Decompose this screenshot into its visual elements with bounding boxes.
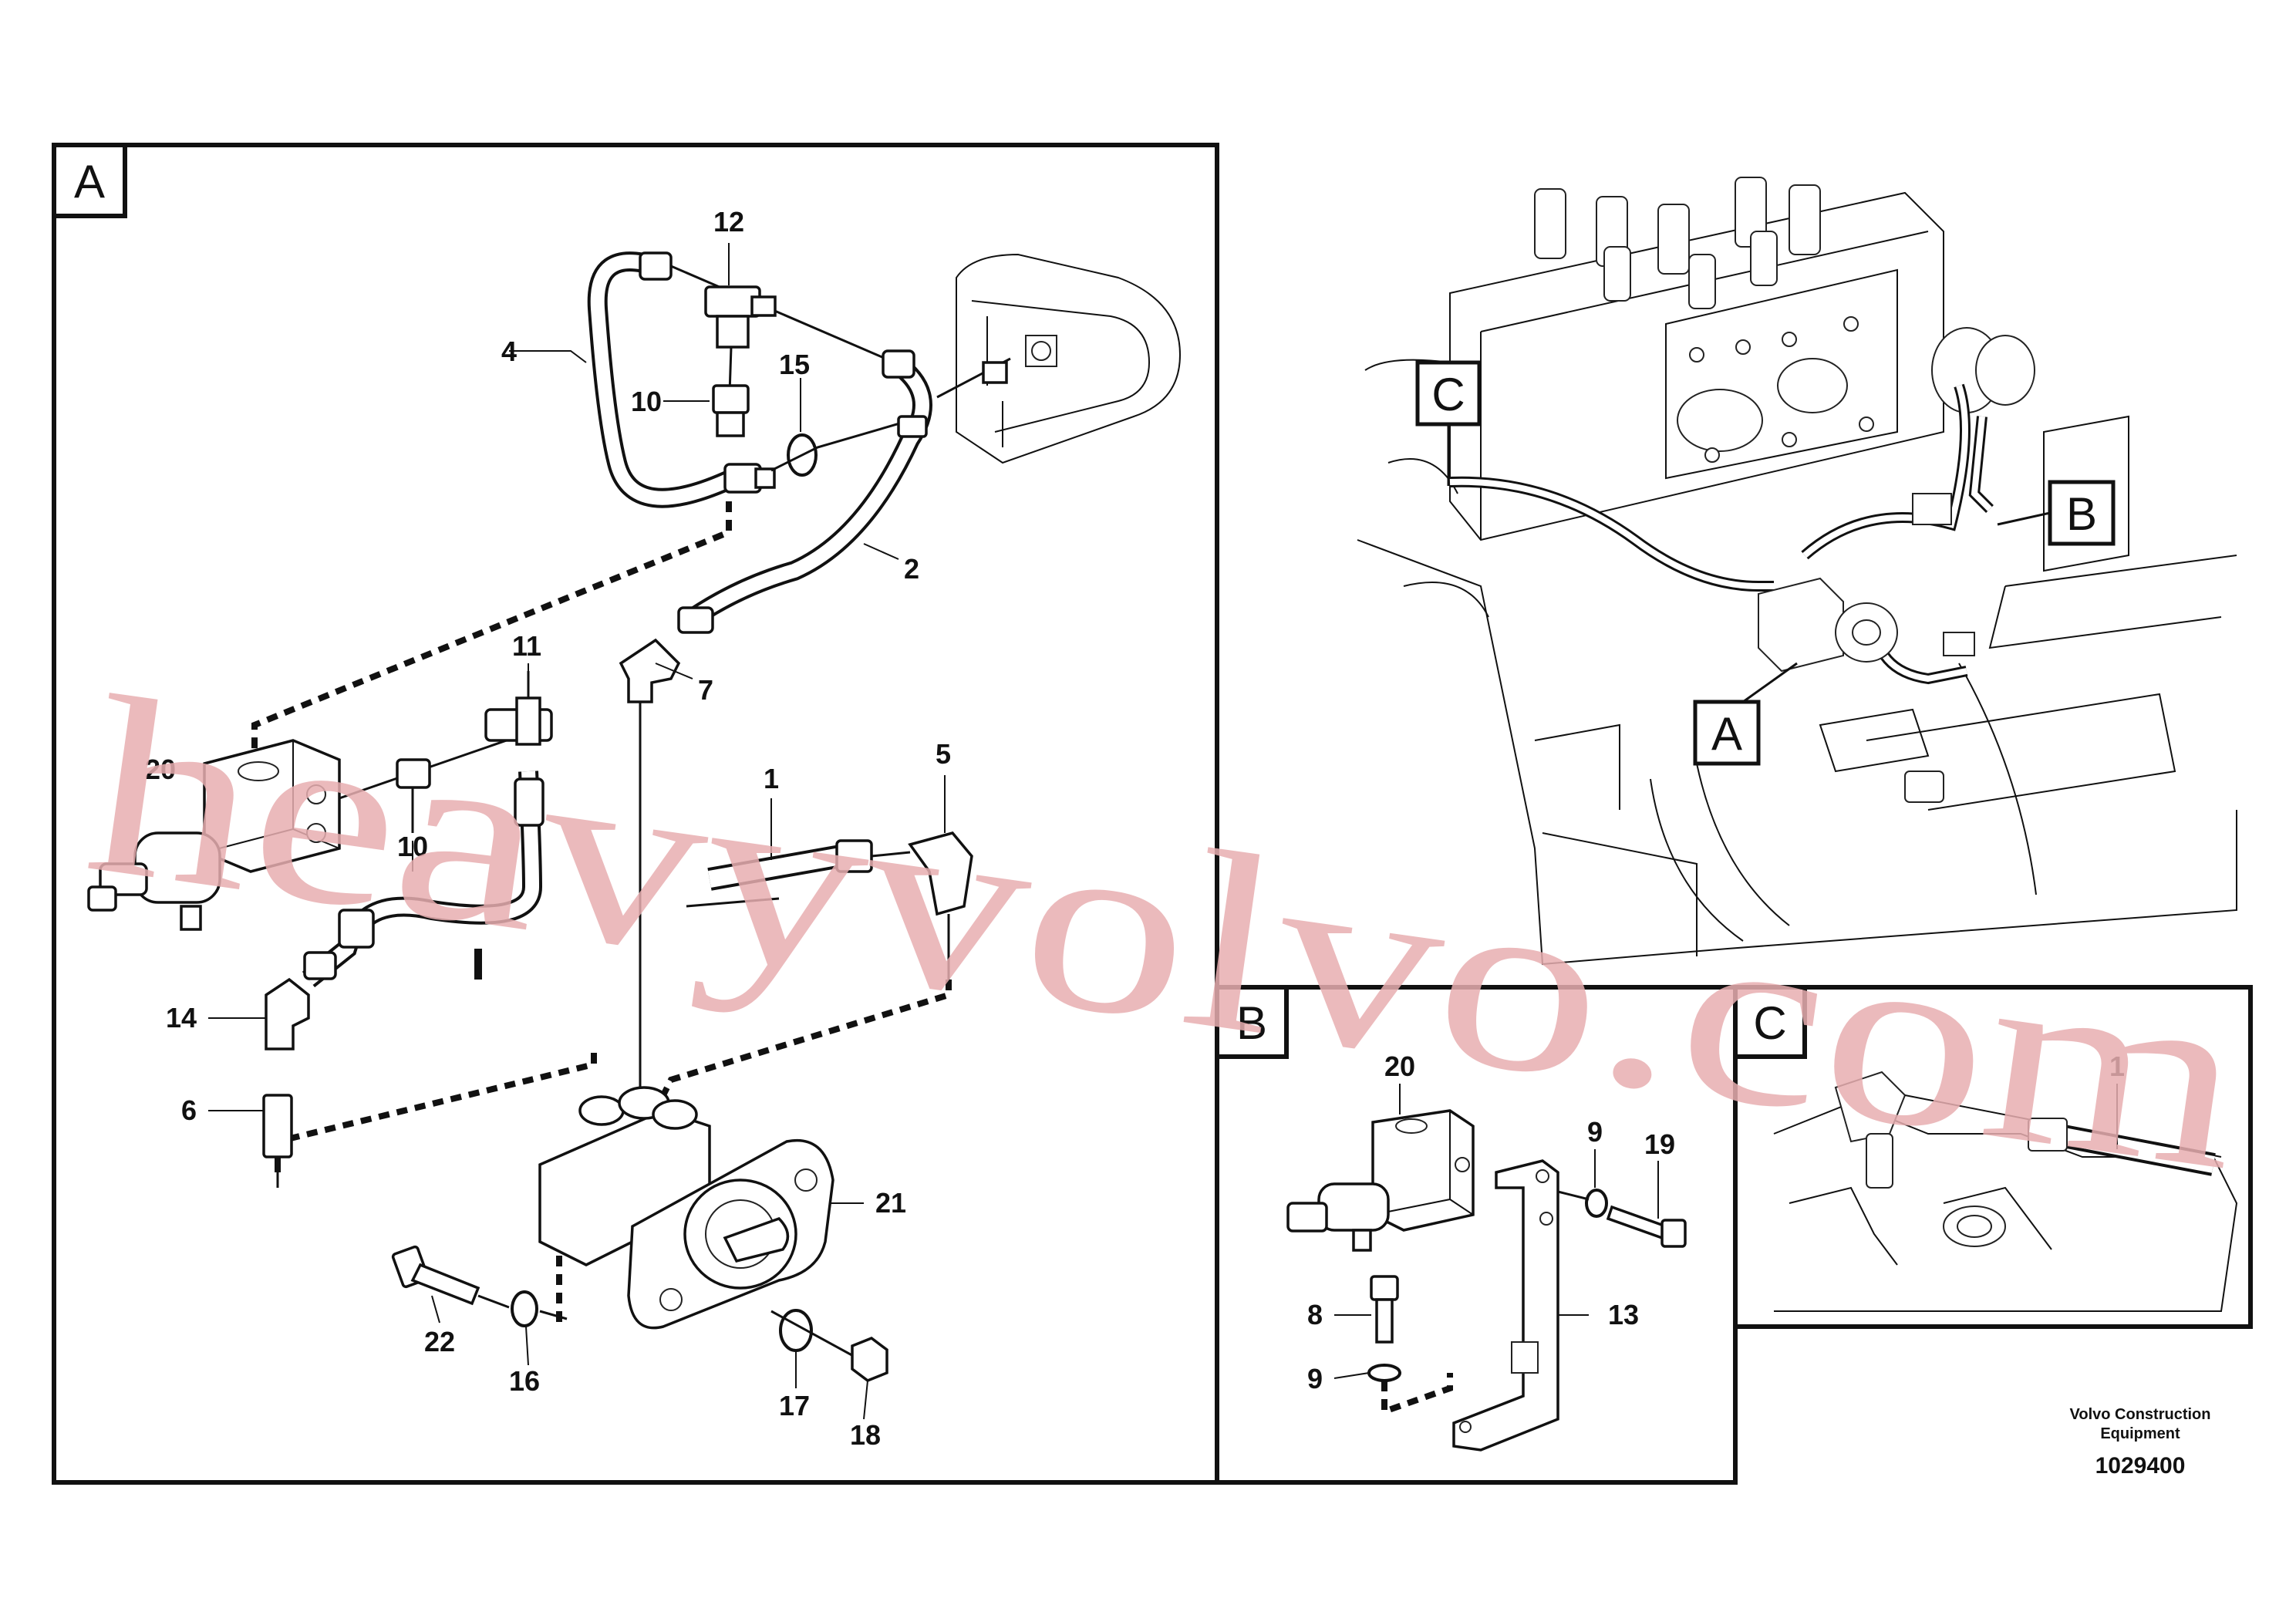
adapter-10 <box>712 346 750 437</box>
callout-10-upper: 10 <box>631 386 662 417</box>
overview-label-a: A <box>1693 662 1798 766</box>
svg-text:A: A <box>1711 708 1742 760</box>
footer: Volvo Construction Equipment 1029400 <box>2070 1406 2211 1479</box>
bracket-13 <box>1452 1159 1559 1452</box>
callout-21: 21 <box>875 1187 906 1219</box>
callout-b-20: 20 <box>1384 1050 1415 1082</box>
valve-block-20-b <box>1286 1109 1475 1252</box>
control-valve-stack <box>1449 177 1944 541</box>
nut-18 <box>851 1337 888 1382</box>
svg-text:B: B <box>2066 488 2097 540</box>
panel-b: B <box>1215 985 1738 1485</box>
callout-4: 4 <box>501 336 517 367</box>
washer-9-upper <box>1585 1189 1608 1218</box>
callout-22: 22 <box>424 1326 455 1357</box>
hose-4 <box>581 251 776 508</box>
panel-a: A <box>52 143 1219 1485</box>
washer-16 <box>511 1290 538 1327</box>
brand-line-2: Equipment <box>2100 1425 2180 1442</box>
overview-pump <box>1758 577 1898 673</box>
callout-18: 18 <box>850 1419 881 1451</box>
elbow-5 <box>871 831 973 980</box>
callout-14: 14 <box>166 1002 197 1034</box>
panel-a-letter: A <box>74 156 105 207</box>
fitting-6 <box>262 1094 293 1188</box>
callout-15: 15 <box>779 349 810 380</box>
callout-b-9-upper: 9 <box>1587 1116 1603 1148</box>
callout-b-9-lower: 9 <box>1307 1363 1323 1394</box>
pump-21 <box>538 1086 834 1330</box>
panel-c: C 1 <box>1733 985 2253 1329</box>
svg-text:C: C <box>1431 369 1465 420</box>
tee-fitting-12 <box>670 265 895 364</box>
callout-16: 16 <box>509 1365 540 1397</box>
machine-overview: C B A <box>1357 177 2237 966</box>
panel-b-letter: B <box>1236 997 1267 1049</box>
hose-assembly <box>302 771 544 988</box>
panel-c-letter: C <box>1753 997 1786 1049</box>
elbow-14 <box>265 977 310 1050</box>
callout-17: 17 <box>779 1390 810 1421</box>
callout-6: 6 <box>181 1094 197 1126</box>
hose-2 <box>677 349 932 634</box>
leader-lines-b <box>1333 1084 1659 1379</box>
callout-c-1: 1 <box>2109 1050 2125 1082</box>
bolt-19 <box>1606 1205 1687 1248</box>
callout-2: 2 <box>904 553 919 585</box>
callout-b-8: 8 <box>1307 1299 1323 1330</box>
callout-1: 1 <box>764 763 779 794</box>
panel-c-detail <box>1773 1071 2238 1312</box>
bolt-22 <box>391 1245 480 1306</box>
overview-label-c: C <box>1415 360 1482 486</box>
brand-line-1: Volvo Construction <box>2070 1406 2211 1423</box>
hose-1 <box>686 839 873 908</box>
callout-20: 20 <box>145 754 176 785</box>
washer-9-lower <box>1367 1364 1401 1382</box>
callout-b-13: 13 <box>1608 1299 1639 1330</box>
drawing-number: 1029400 <box>2095 1453 2186 1479</box>
connector-10 <box>339 727 541 833</box>
callout-5: 5 <box>936 738 951 770</box>
leader-lines-a <box>208 243 946 1420</box>
valve-block-20 <box>87 739 341 931</box>
callout-7: 7 <box>698 674 713 706</box>
elbow-7 <box>619 638 681 1095</box>
overview-label-b: B <box>1997 480 2116 546</box>
housing-outline <box>956 253 1182 464</box>
callout-b-19: 19 <box>1644 1128 1675 1160</box>
callout-10-lower: 10 <box>397 831 428 862</box>
bolt-8 <box>1370 1275 1399 1344</box>
callout-12: 12 <box>713 206 744 238</box>
callout-11: 11 <box>512 630 541 662</box>
